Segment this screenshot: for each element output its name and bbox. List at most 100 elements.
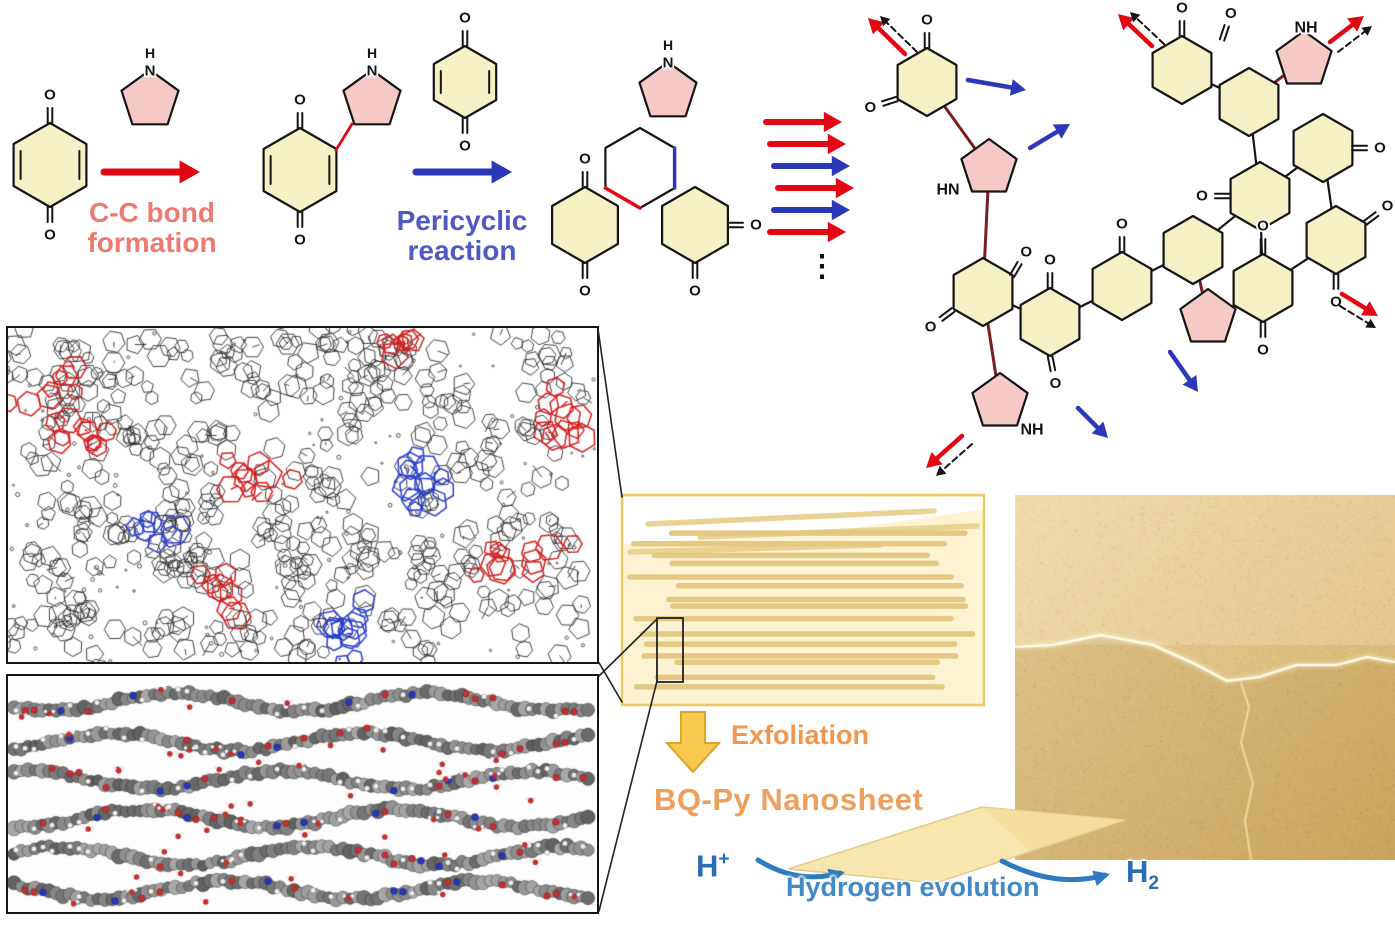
- double-bond: [1365, 214, 1380, 226]
- double-bond: [1051, 354, 1057, 372]
- vertical-ellipsis: ⋮: [807, 250, 837, 283]
- quinoid-ring: [1019, 286, 1081, 358]
- quinoid-ring: [1218, 66, 1280, 138]
- quinoid-ring: [1292, 112, 1354, 184]
- double-bond: [1223, 25, 1230, 42]
- atom-label-o: O: [750, 217, 762, 234]
- atom-label-o: O: [459, 138, 471, 155]
- layer-streak: [697, 523, 980, 540]
- arrow-shaft: [1123, 19, 1155, 49]
- h2-base: H: [1126, 854, 1149, 889]
- benzoquinone-ring: [432, 44, 498, 120]
- arrow-shaft: [932, 433, 965, 463]
- pericyclic-bond-red: [603, 186, 642, 210]
- atom-label-o: O: [44, 87, 56, 104]
- arrowhead: [1091, 421, 1108, 438]
- atom-label-o: O: [44, 227, 56, 244]
- quinoid-ring: [1162, 214, 1224, 286]
- linker-bond: [942, 104, 977, 151]
- arrowhead: [926, 451, 943, 468]
- atom-label-nh: NH: [1020, 422, 1043, 439]
- arrowhead: [491, 160, 512, 184]
- callout-line: [597, 660, 623, 703]
- atom-label-o: O: [689, 283, 701, 300]
- linker-bond: [1207, 81, 1224, 91]
- arrow-shaft: [1337, 29, 1368, 53]
- atom-label-o: O: [459, 10, 471, 27]
- atom-label-h: H: [663, 37, 673, 53]
- callout-line: [598, 680, 658, 912]
- atom-label-o: O: [294, 92, 306, 109]
- pyrrole-ring: [960, 137, 1018, 193]
- callout-line: [598, 618, 658, 677]
- layered-stack-panel: [622, 495, 984, 705]
- double-bond: [882, 100, 899, 107]
- atom-label-n: N: [663, 55, 674, 72]
- double-bond: [1046, 355, 1052, 373]
- arrowhead: [880, 16, 891, 27]
- atom-label-h: H: [367, 45, 377, 61]
- arrow-shaft: [1027, 127, 1063, 151]
- atom-label-nh: NH: [1294, 20, 1317, 37]
- exfoliation-label: Exfoliation: [731, 720, 870, 750]
- arrow-shaft: [884, 19, 918, 53]
- pyrrole-ring: [638, 60, 698, 118]
- arrow-shaft: [965, 77, 1018, 91]
- atom-label-o: O: [1020, 243, 1032, 260]
- atom-label-o: O: [1257, 342, 1269, 359]
- arrowhead: [1092, 870, 1110, 886]
- quinoid-ring: [1151, 34, 1213, 106]
- arrowhead: [1365, 318, 1376, 328]
- exfoliation-arrow: [664, 711, 722, 774]
- atom-label-o: O: [1050, 375, 1062, 392]
- double-bond: [1012, 263, 1023, 279]
- atom-label-o: O: [1257, 218, 1269, 235]
- layer-streak: [645, 508, 937, 527]
- atom-label-o: O: [1176, 0, 1188, 17]
- polymer-network-panel: [6, 326, 599, 664]
- arrow-shaft: [1167, 349, 1194, 386]
- arrow-shaft: [1339, 305, 1371, 326]
- atom-label-n: N: [145, 63, 156, 80]
- arrow-shaft: [1134, 15, 1165, 45]
- atom-label-o: O: [864, 99, 876, 116]
- quinoid-ring: [896, 46, 958, 118]
- benzoquinone-ring: [262, 126, 338, 214]
- atom-label-o: O: [1196, 188, 1208, 205]
- atom-label-o: O: [579, 151, 591, 168]
- pyrrole-ring: [342, 68, 402, 126]
- atom-label-o: O: [925, 318, 937, 335]
- step2-label-line1: Pericyclic: [397, 205, 528, 236]
- double-bond: [938, 307, 953, 319]
- quinoid-ring: [1091, 250, 1153, 322]
- atom-label-o: O: [1330, 294, 1342, 311]
- quinone-ring: [660, 185, 730, 265]
- arrow-shaft: [1339, 291, 1371, 313]
- sem-image-panel: [1015, 495, 1395, 860]
- stack-top-gap: [624, 497, 983, 544]
- linker-bond: [1281, 164, 1302, 180]
- atom-label-o: O: [1225, 5, 1237, 22]
- new-cc-bond: [334, 122, 354, 152]
- layer-streak: [627, 542, 883, 555]
- nanosheet-label: BQ-Py Nanosheet: [654, 782, 924, 817]
- quinoid-ring: [1232, 252, 1294, 324]
- hydrogen-evolution-label: Hydrogen evolution: [786, 872, 1040, 902]
- callout-line: [597, 328, 623, 498]
- quinoid-ring: [1229, 160, 1291, 232]
- arrowhead: [823, 111, 842, 133]
- arrowhead: [831, 199, 850, 221]
- zoom-region-marker: [656, 617, 684, 683]
- double-bond: [881, 95, 898, 103]
- arrowhead: [1360, 301, 1378, 316]
- linker-bond: [1008, 302, 1025, 312]
- double-bond: [941, 310, 956, 322]
- layered-stack-border: [620, 493, 986, 707]
- atom-label-o: O: [921, 12, 933, 29]
- linker-bond: [1259, 223, 1264, 261]
- arrow-shaft: [940, 443, 973, 473]
- fused-ring: [604, 126, 676, 210]
